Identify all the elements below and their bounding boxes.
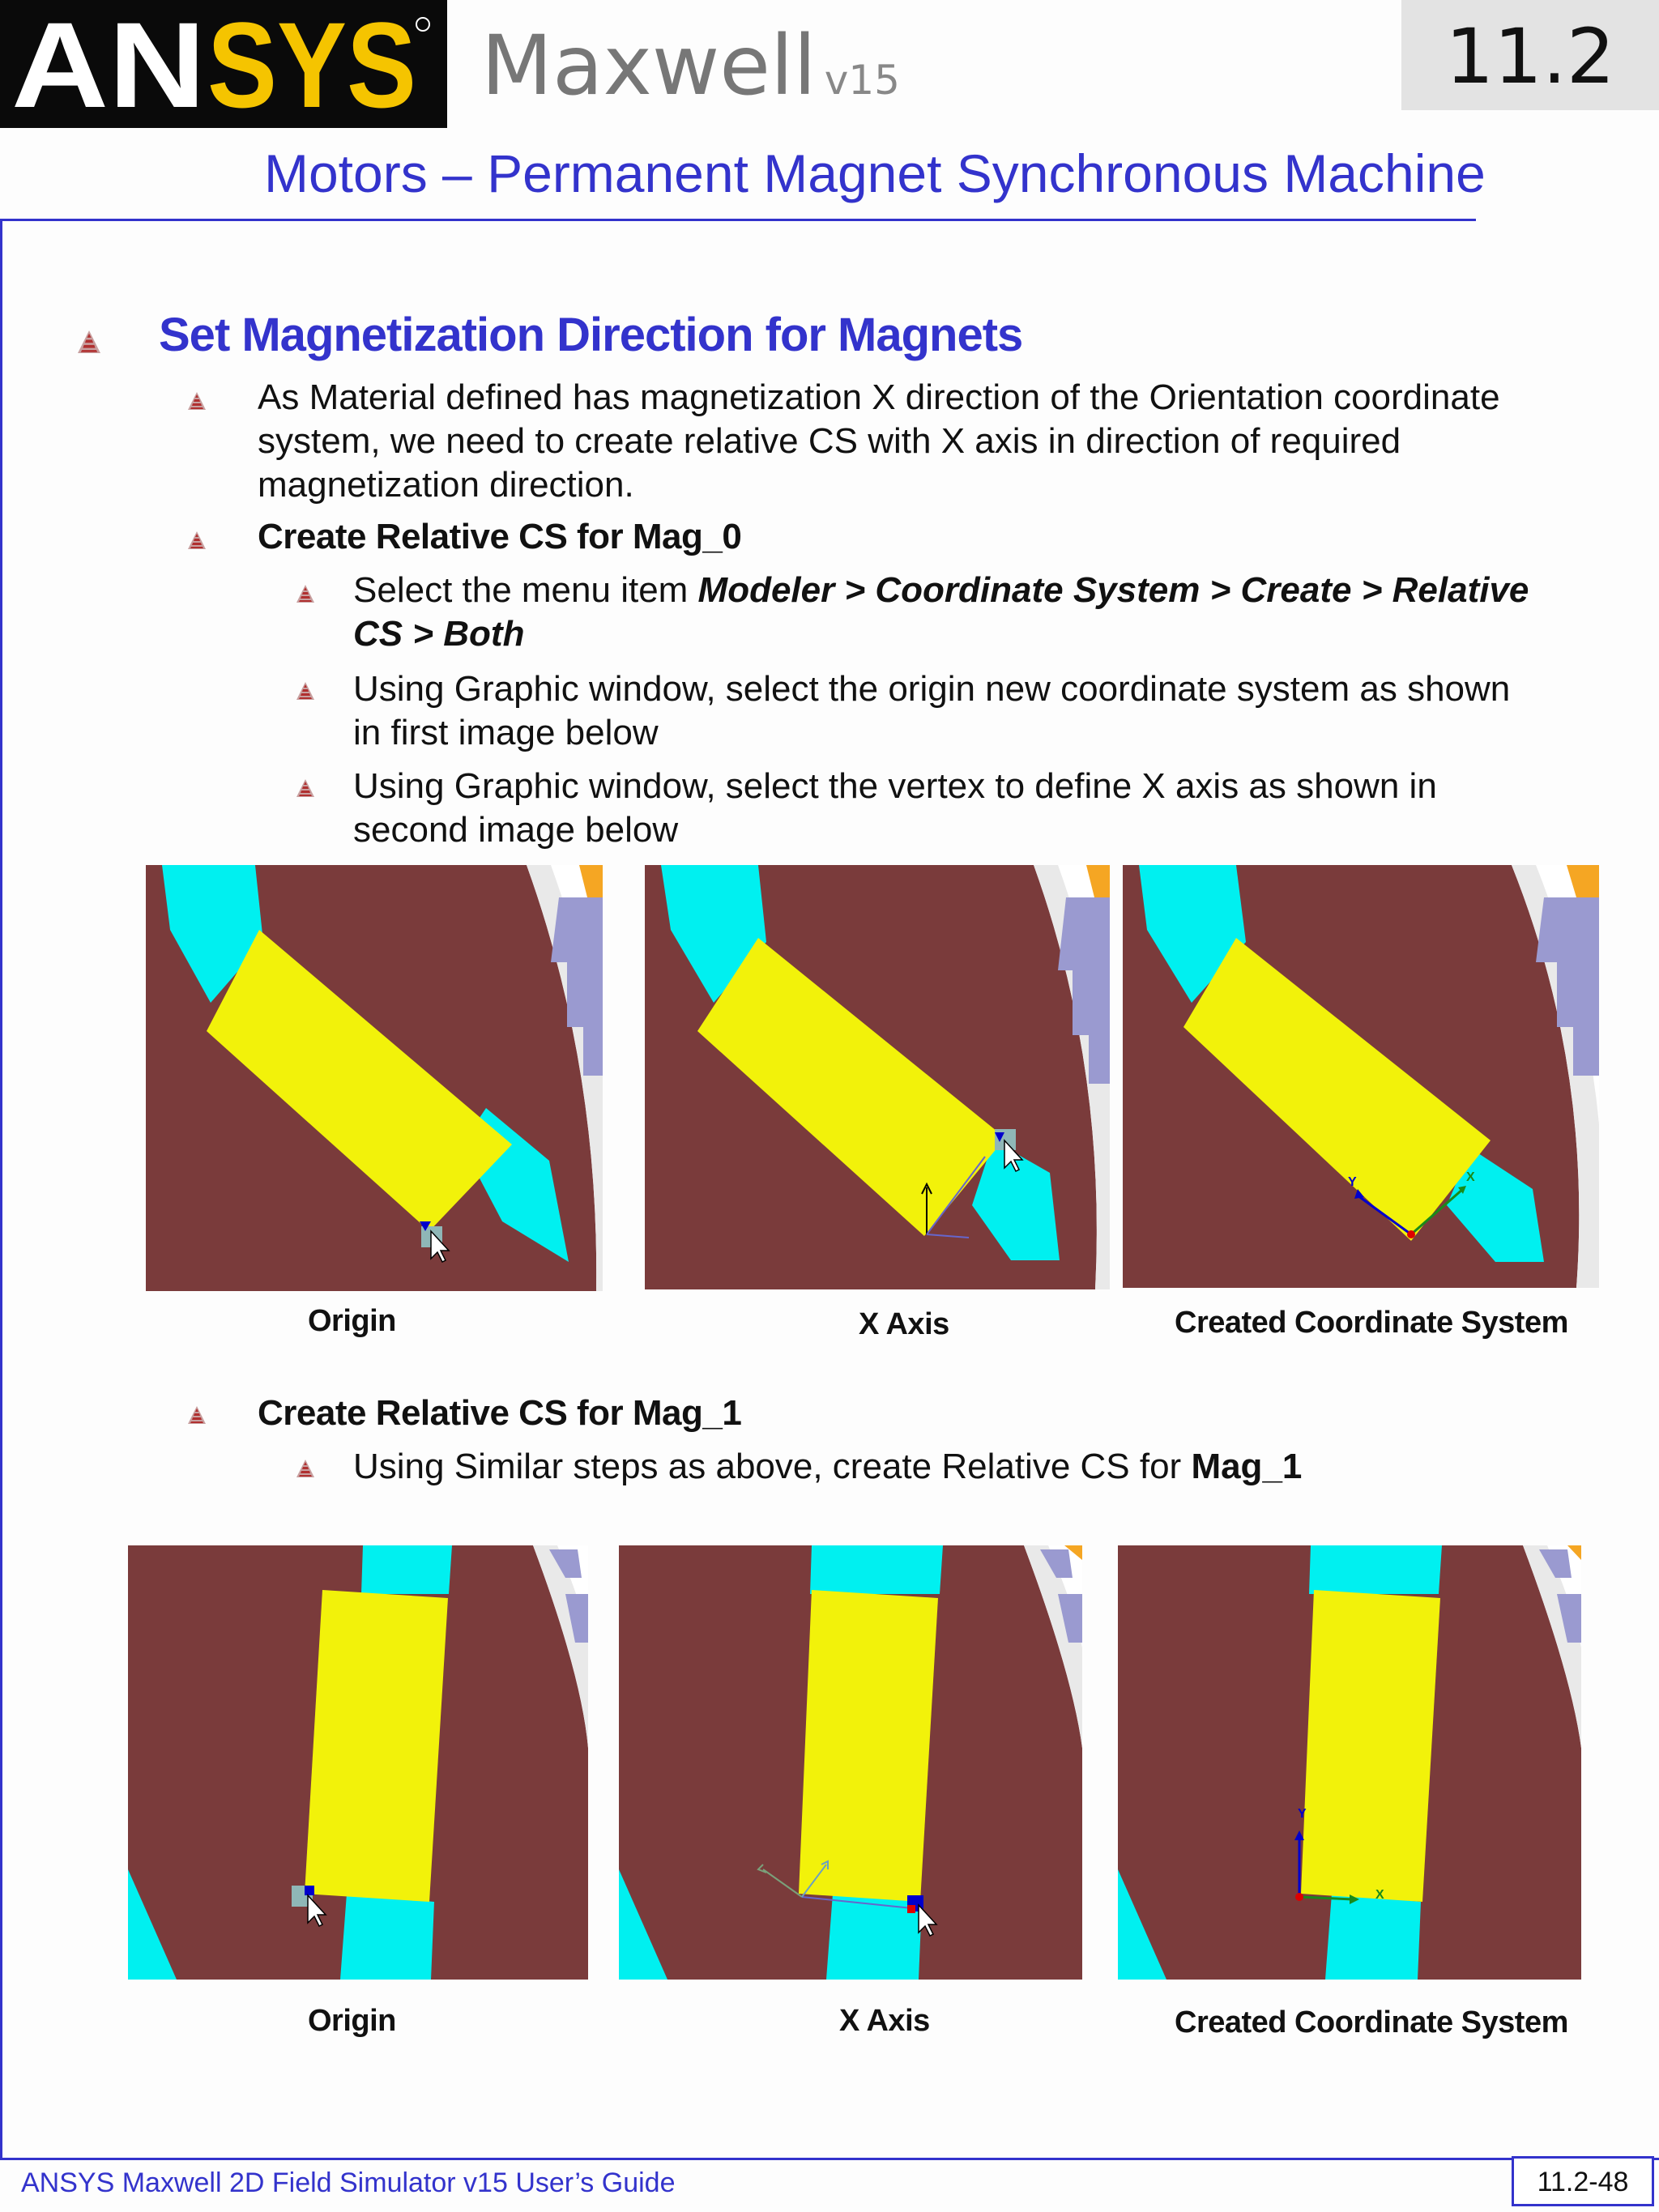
x-axis-label: X bbox=[1466, 1170, 1475, 1184]
page-number: 11.2-48 bbox=[1537, 2167, 1629, 2197]
chapter-badge: 11.2 bbox=[1401, 0, 1659, 110]
x-axis-label: X bbox=[1375, 1888, 1384, 1902]
mag0-xaxis-screenshot bbox=[645, 865, 1110, 1289]
menu-path: Modeler > Coordinate System > Create > R… bbox=[697, 570, 1529, 610]
y-axis-label: Y bbox=[1348, 1175, 1357, 1189]
page-number-box: 11.2-48 bbox=[1512, 2156, 1654, 2206]
page-subtitle: Motors – Permanent Magnet Synchronous Ma… bbox=[264, 143, 1486, 203]
bullet-icon bbox=[296, 585, 314, 603]
mag1-created-cs-screenshot: X Y bbox=[1118, 1545, 1581, 1980]
bullet-icon bbox=[296, 1460, 314, 1477]
step1-menu-line2: CS > Both bbox=[353, 612, 524, 656]
product-version: v15 bbox=[824, 57, 900, 104]
footer-guide-title: ANSYS Maxwell 2D Field Simulator v15 Use… bbox=[21, 2167, 676, 2198]
menu-path-cont: CS > Both bbox=[353, 614, 525, 654]
bullet-icon bbox=[188, 1406, 206, 1424]
menu-prefix: Select the menu item bbox=[353, 570, 698, 610]
intro-line-2: system, we need to create relative CS wi… bbox=[258, 421, 1401, 461]
chapter-number: 11.2 bbox=[1445, 13, 1615, 101]
step2-title: Create Relative CS for Mag_1 bbox=[258, 1393, 742, 1433]
intro-line-3: magnetization direction. bbox=[258, 465, 634, 505]
mag1-origin-screenshot bbox=[128, 1545, 588, 1980]
bullet-icon bbox=[188, 392, 206, 410]
caption-origin: Origin bbox=[308, 2004, 396, 2038]
step2-text-prefix: Using Similar steps as above, create Rel… bbox=[353, 1447, 1192, 1486]
svg-text:AN: AN bbox=[11, 0, 206, 128]
product-label: Maxwell bbox=[481, 18, 817, 114]
y-axis-label: Y bbox=[1298, 1807, 1307, 1821]
caption-origin: Origin bbox=[308, 1304, 396, 1338]
ansys-logo: AN SYS bbox=[0, 0, 447, 128]
bullet-icon bbox=[296, 779, 314, 797]
title-divider bbox=[0, 219, 1476, 221]
caption-x-axis: X Axis bbox=[859, 1307, 949, 1341]
caption-x-axis: X Axis bbox=[839, 2004, 930, 2038]
caption-created-cs: Created Coordinate System bbox=[1175, 2005, 1568, 2039]
caption-created-cs: Created Coordinate System bbox=[1175, 1306, 1568, 1340]
step1-origin-line2: in first image below bbox=[353, 713, 659, 752]
bullet-icon bbox=[78, 330, 100, 353]
svg-text:SYS: SYS bbox=[207, 0, 416, 128]
step1-menu-line1: Select the menu item Modeler > Coordinat… bbox=[353, 569, 1529, 612]
step1-origin-line1: Using Graphic window, select the origin … bbox=[353, 669, 1511, 709]
left-border bbox=[0, 220, 2, 2159]
mag0-origin-screenshot bbox=[146, 865, 603, 1291]
step1-vertex-line1: Using Graphic window, select the vertex … bbox=[353, 766, 1437, 806]
step2-text-bold: Mag_1 bbox=[1191, 1447, 1303, 1486]
mag1-xaxis-screenshot bbox=[619, 1545, 1082, 1980]
section-title: Set Magnetization Direction for Magnets bbox=[159, 309, 1023, 361]
footer-divider bbox=[0, 2158, 1659, 2160]
bullet-icon bbox=[296, 682, 314, 700]
step1-vertex-line2: second image below bbox=[353, 810, 679, 850]
step2-text: Using Similar steps as above, create Rel… bbox=[353, 1445, 1302, 1489]
step1-title: Create Relative CS for Mag_0 bbox=[258, 517, 742, 556]
bullet-icon bbox=[188, 531, 206, 549]
mag0-created-cs-screenshot: X Y bbox=[1123, 865, 1599, 1288]
intro-line-1: As Material defined has magnetization X … bbox=[258, 377, 1500, 417]
